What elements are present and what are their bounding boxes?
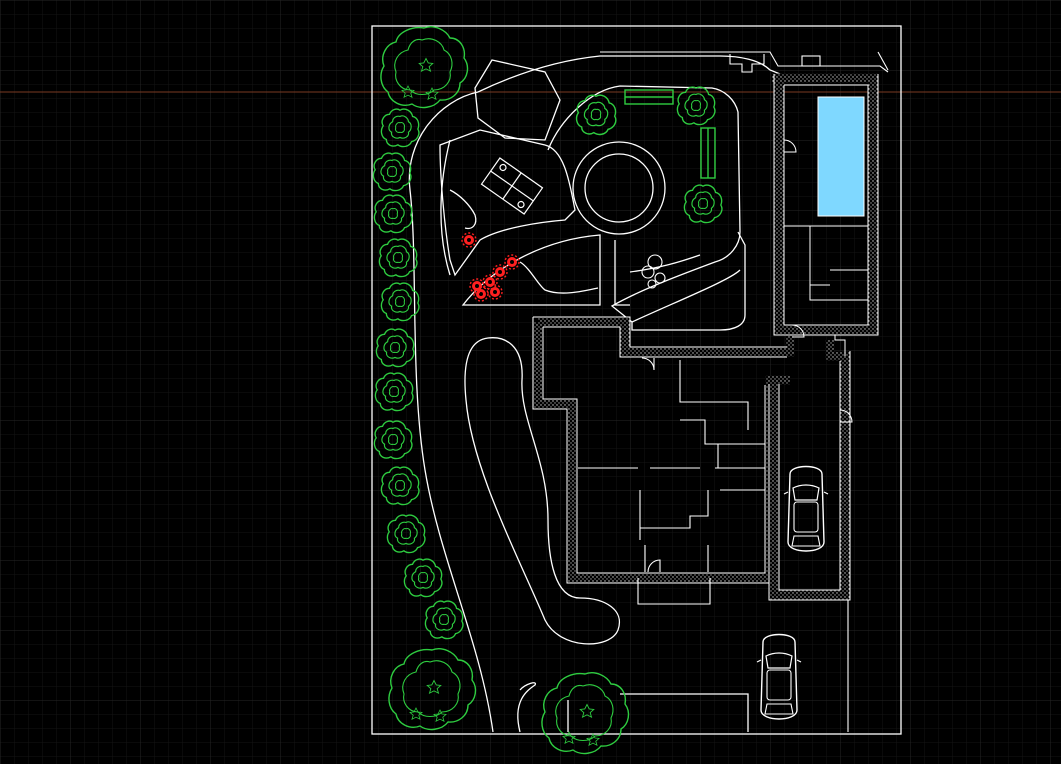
swimming-pool <box>817 96 865 217</box>
interior-walls <box>578 357 765 605</box>
main-path-left-edge <box>408 91 494 733</box>
garden-paths <box>408 55 781 733</box>
entry-gate <box>600 51 889 73</box>
fountain-inner <box>584 153 654 223</box>
pool-house <box>772 73 879 338</box>
fountain-outer <box>572 141 666 235</box>
lawn-shape <box>464 337 621 645</box>
garden-ornament <box>641 254 666 289</box>
garden-benches <box>624 89 716 179</box>
house-walls <box>532 316 795 584</box>
site-boundary <box>371 25 902 735</box>
inner-path-edge <box>440 139 451 276</box>
garage <box>768 330 853 601</box>
polygon-terrace <box>474 59 561 141</box>
table-tennis <box>480 157 544 215</box>
